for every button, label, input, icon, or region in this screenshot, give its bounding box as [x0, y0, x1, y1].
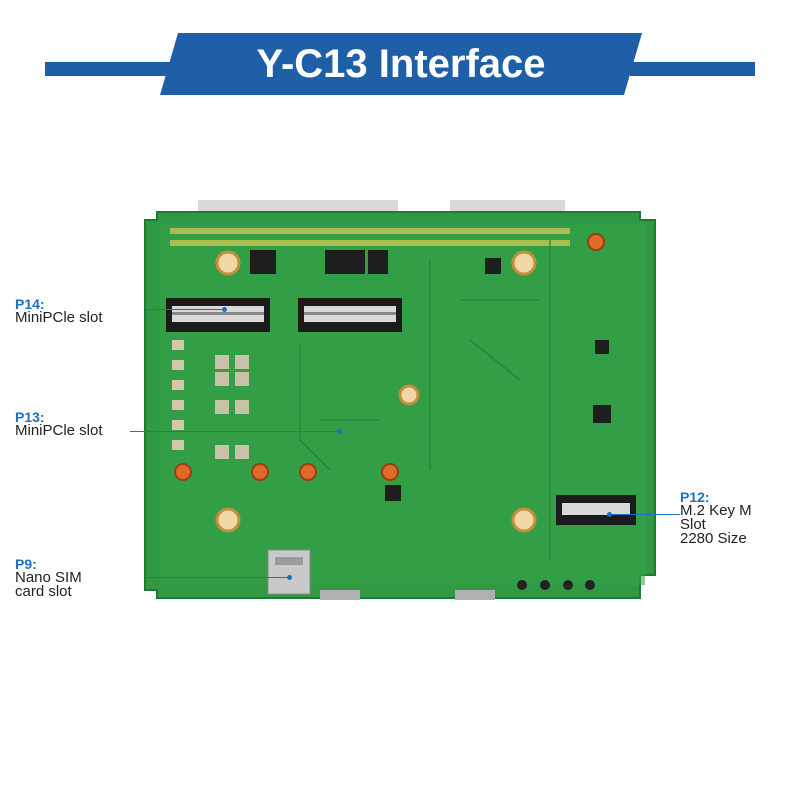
callout-p9-text: Nano SIM card slot	[15, 569, 82, 600]
nano-sim-slot-p9	[267, 549, 311, 595]
title-rule-right	[630, 62, 755, 76]
minipcie-slot-p13	[298, 298, 402, 332]
callout-p12: P12: M.2 Key M Slot 2280 Size	[680, 490, 752, 546]
page-title: Y-C13 Interface	[256, 42, 546, 86]
callout-p13-text: MiniPCle slot	[15, 422, 103, 439]
leader-dot-p14	[222, 307, 227, 312]
m2-slot-p12	[556, 495, 636, 525]
leader-dot-p13	[337, 429, 342, 434]
callout-p9-id: P9:	[15, 556, 37, 572]
callout-p13-id: P13:	[15, 409, 45, 425]
title-rule-left	[45, 62, 175, 76]
mounting-holes	[215, 250, 537, 533]
minipcie-slot-p14	[166, 298, 270, 332]
leader-p12	[610, 514, 680, 515]
callout-p12-id: P12:	[680, 489, 710, 505]
leader-dot-p12	[607, 512, 612, 517]
callout-p13: P13: MiniPCle slot	[15, 410, 103, 438]
callout-p14-text: MiniPCle slot	[15, 309, 103, 326]
leader-p9	[145, 577, 290, 578]
title-banner	[160, 33, 642, 95]
standoffs	[174, 233, 605, 481]
leader-dot-p9	[287, 575, 292, 580]
leader-p14	[145, 309, 225, 310]
callout-p9: P9: Nano SIM card slot	[15, 557, 82, 599]
callout-p14: P14: MiniPCle slot	[15, 297, 103, 325]
leader-p13	[130, 431, 340, 432]
callout-p12-text: M.2 Key M Slot 2280 Size	[680, 502, 752, 547]
callout-p14-id: P14:	[15, 296, 45, 312]
